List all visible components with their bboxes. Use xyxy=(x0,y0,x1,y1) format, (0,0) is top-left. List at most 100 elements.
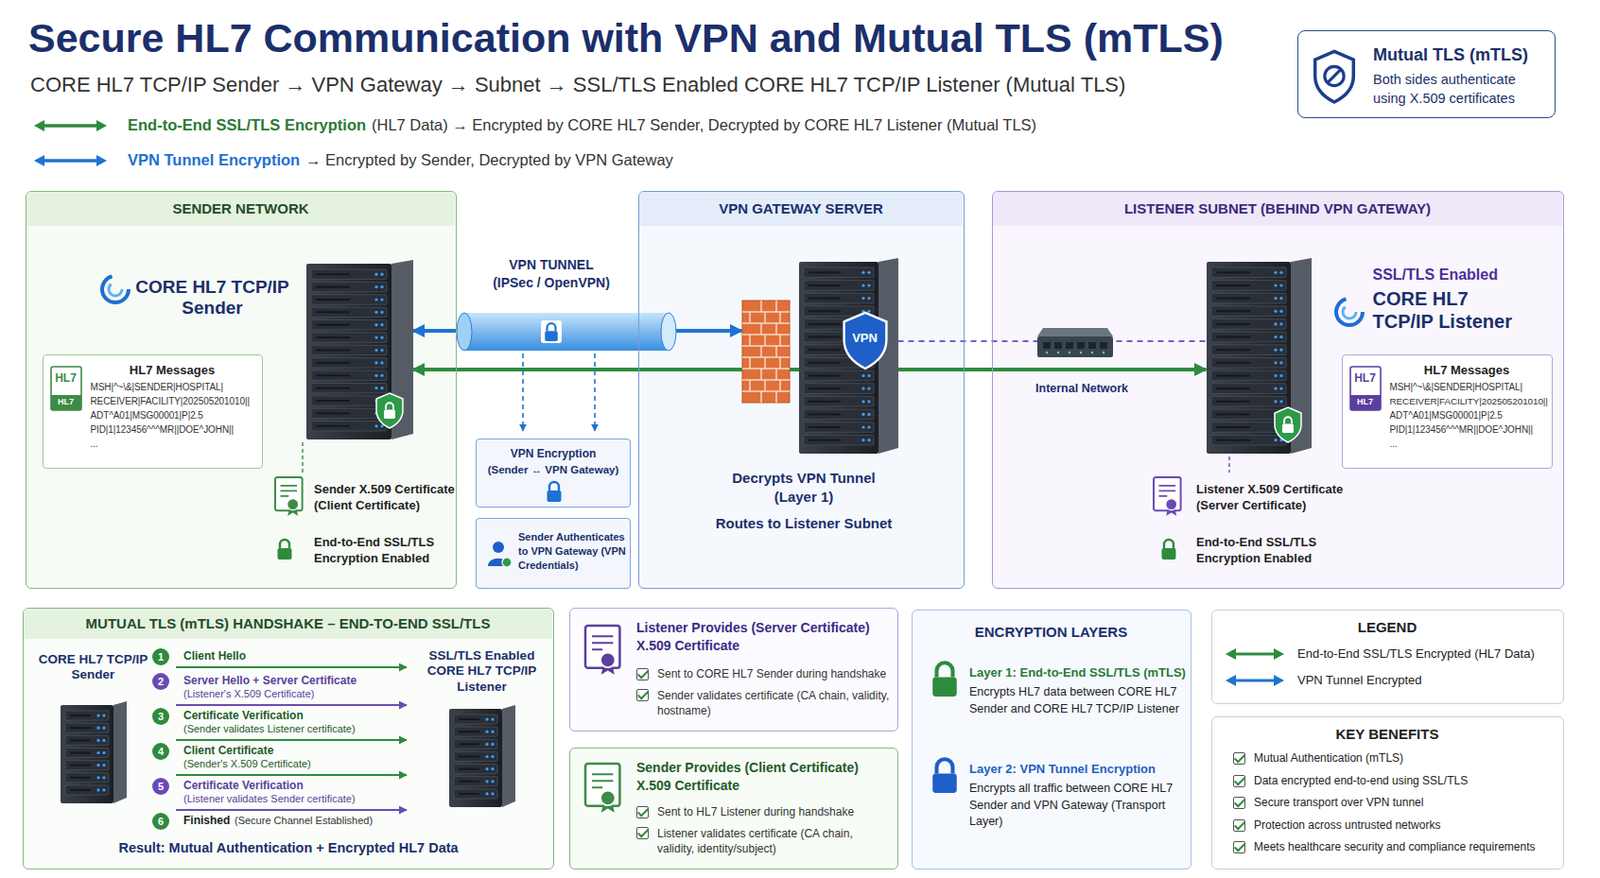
graphic-line xyxy=(41,158,100,163)
graphic-line xyxy=(175,666,407,669)
graphic-rect xyxy=(803,409,874,420)
graphic-rect xyxy=(311,395,387,405)
graphic-circle xyxy=(861,412,865,416)
node-heading: LEGEND xyxy=(1212,619,1563,638)
graphic-ellipse xyxy=(660,313,677,351)
node-text: Encrypts all traffic between CORE HL7 Se… xyxy=(969,781,1180,832)
graphic-circle xyxy=(1068,351,1071,354)
graphic-line xyxy=(1327,69,1342,84)
graphic-rect xyxy=(311,345,387,355)
graphic-path xyxy=(1274,407,1302,443)
graphic-circle xyxy=(102,788,105,792)
graphic-circle xyxy=(861,425,865,429)
graphic-rect xyxy=(315,386,350,389)
graphic-circle xyxy=(861,373,865,377)
graphic-line xyxy=(1233,653,1277,657)
graphic-circle xyxy=(1273,309,1277,313)
graphic-circle xyxy=(490,730,494,733)
graphic-g xyxy=(1162,539,1177,560)
node-illustration xyxy=(306,260,414,440)
graphic-circle xyxy=(380,272,383,276)
graphic-g xyxy=(306,260,414,440)
network-panel: SENDER NETWORKCORE HL7 TCP/IP SenderHL7H… xyxy=(25,191,457,590)
step-number: 2 xyxy=(152,673,170,691)
graphic-polygon xyxy=(1225,648,1236,661)
label: Certificate Verification xyxy=(183,709,304,724)
graphic-circle xyxy=(1279,361,1283,365)
step-number: 3 xyxy=(152,708,170,726)
graphic-rect xyxy=(1043,342,1051,349)
graphic-rect xyxy=(585,626,620,669)
legend-swatch xyxy=(1225,674,1287,688)
graphic-rect xyxy=(803,267,874,279)
graphic-line xyxy=(775,300,778,313)
label: VPN TUNNEL xyxy=(475,257,627,275)
graphic-rect xyxy=(803,434,874,446)
graphic-circle xyxy=(1279,400,1283,403)
graphic-polygon xyxy=(1037,328,1114,337)
graphic-circle xyxy=(867,373,870,377)
graphic-circle xyxy=(1079,351,1082,354)
legend-text: VPN Tunnel Encrypted xyxy=(1297,673,1553,689)
node-text: Layer 1: End-to-End SSL/TLS (mTLS) xyxy=(969,665,1189,681)
graphic-circle xyxy=(1279,283,1283,287)
node-text: RECEIVER|FACILITY|202505201010|| xyxy=(1390,396,1548,408)
graphic-circle xyxy=(374,285,378,289)
graphic-g xyxy=(102,276,129,303)
node-text: Data encrypted end-to-end using SSL/TLS xyxy=(1253,774,1557,789)
graphic-circle xyxy=(374,335,378,339)
node-text: CORE HL7 TCP/IP Listener xyxy=(1373,287,1530,333)
graphic-rect xyxy=(1216,335,1251,338)
node-heading: KEY BENEFITS xyxy=(1212,726,1563,745)
graphic-g xyxy=(275,477,303,517)
info-box: VPN Encryption(Sender ↔ VPN Gateway) xyxy=(475,438,631,508)
graphic-line xyxy=(764,334,766,347)
graphic-g xyxy=(1206,258,1312,454)
graphic-rect xyxy=(1077,342,1085,349)
graphic-polygon xyxy=(1273,675,1285,687)
label: Result: Mutual Authentication + Encrypte… xyxy=(22,839,555,857)
graphic-rect xyxy=(808,322,841,325)
label: (Sender validates Listener certificate) xyxy=(183,723,356,737)
legend-text: End-to-End SSL/TLS Encrypted (HL7 Data) xyxy=(1297,646,1553,662)
node-heading: SSL/TLS Enabled CORE HL7 TCP/IP Listener xyxy=(415,648,550,697)
graphic-line xyxy=(779,312,782,324)
graphic-circle xyxy=(867,425,870,429)
graphic-line xyxy=(764,312,766,324)
node-text: X.509 Certificate xyxy=(636,638,894,656)
graphic-rect xyxy=(1211,279,1287,291)
graphic-circle xyxy=(490,717,494,721)
graphic-rect xyxy=(311,370,387,381)
graphic-rect xyxy=(315,285,350,288)
graphic-circle xyxy=(102,776,105,780)
graphic-g xyxy=(547,482,562,503)
node-text: MSH|^~\&|SENDER|HOSPITAL| xyxy=(90,382,259,395)
graphic-line xyxy=(760,300,763,313)
subtitle: CORE HL7 TCP/IP Sender → VPN Gateway → S… xyxy=(30,71,1126,99)
graphic-rect xyxy=(315,424,350,427)
graphic-circle xyxy=(861,283,865,287)
graphic-rect xyxy=(311,420,387,431)
graphic-polygon xyxy=(113,701,127,804)
graphic-rect xyxy=(1216,310,1251,313)
server: CORE HL7 TCP/IP Sender xyxy=(32,652,156,809)
graphic-circle xyxy=(1273,322,1277,326)
graphic-rect xyxy=(1216,348,1251,351)
graphic-rect xyxy=(1350,366,1381,411)
label: (Client Certificate) xyxy=(313,498,420,514)
graphic-rect xyxy=(808,348,841,351)
graphic-circle xyxy=(1279,334,1283,338)
graphic-polygon xyxy=(96,120,107,132)
graphic-circle xyxy=(490,742,494,746)
label: Certificate Verification xyxy=(183,779,304,794)
graphic-rect xyxy=(808,361,841,364)
graphic-line xyxy=(742,345,790,348)
graphic-rect xyxy=(315,412,350,415)
graphic-rect xyxy=(1211,305,1287,316)
graphic-rect xyxy=(315,361,350,364)
node-text: ADT^A01|MSG00001|P|2.5 xyxy=(1390,410,1548,423)
graphic-circle xyxy=(867,400,870,403)
graphic-rect xyxy=(311,294,387,304)
label: Listener X.509 Certificate xyxy=(1196,482,1343,498)
graphic-circle xyxy=(1273,400,1277,403)
